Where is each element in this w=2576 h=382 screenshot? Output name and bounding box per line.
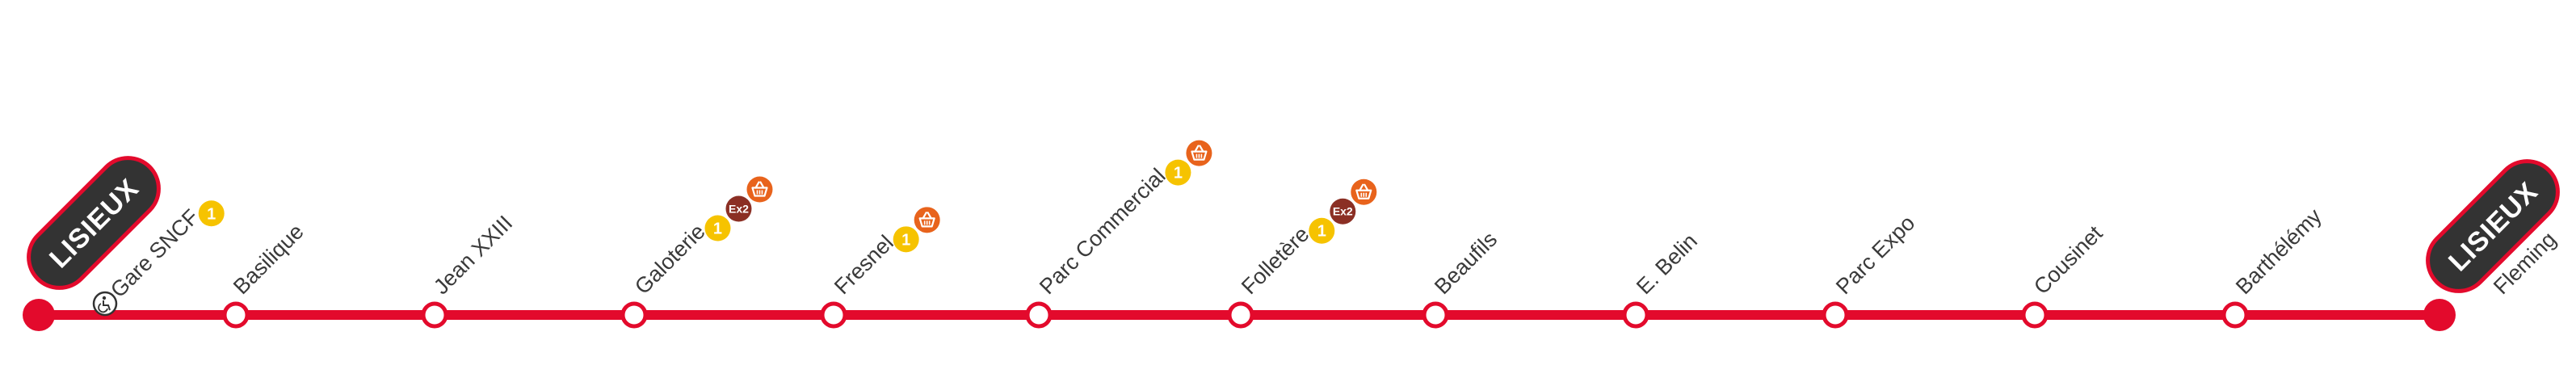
- stop-marker: [2021, 301, 2049, 329]
- stop-marker: [2221, 301, 2249, 329]
- line-1-badge: 1: [198, 200, 225, 227]
- stop-label: Jean XXIII: [429, 211, 517, 299]
- basket-lines: [756, 190, 763, 195]
- badge-label: Ex2: [1333, 205, 1353, 218]
- stop-marker: [1422, 301, 1449, 329]
- stop-label: Fresnel: [830, 230, 898, 299]
- shopping-basket-icon: [746, 176, 773, 203]
- badge-label: 1: [207, 205, 216, 223]
- icon-wheel: [98, 303, 108, 313]
- terminus-pill: [2426, 159, 2560, 293]
- badge-circle: [1186, 140, 1212, 166]
- stop-label: Folletère: [1237, 222, 1313, 299]
- basket-body: [751, 187, 768, 197]
- basket-lines: [1196, 153, 1203, 158]
- badge-circle: [893, 226, 919, 253]
- stop-marker: [222, 301, 250, 329]
- basket-body: [1191, 150, 1208, 161]
- start-terminus-badge: LISIEUX: [27, 156, 161, 290]
- stop-2: Jean XXIII: [421, 211, 517, 329]
- line-1-badge: 1: [1165, 159, 1191, 186]
- stop-label: Parc Commercial: [1035, 164, 1170, 300]
- stop-label: Cousinet: [2029, 220, 2107, 299]
- basket-body: [1355, 189, 1372, 199]
- badge-circle: [746, 176, 773, 203]
- basket-handle: [1359, 183, 1369, 191]
- stop-marker: [1822, 301, 1849, 329]
- badge-label: 1: [713, 220, 722, 238]
- basket-handle: [922, 212, 932, 220]
- badge-label: Ex2: [729, 203, 749, 216]
- line-1-badge: 1: [893, 226, 919, 253]
- stop-marker: [1025, 301, 1053, 329]
- stop-marker: [1227, 301, 1254, 329]
- terminus-marker: [2423, 299, 2456, 331]
- stop-label: Beaufils: [1430, 227, 1502, 299]
- basket-lines: [1360, 192, 1368, 197]
- stop-label: Basilique: [229, 220, 309, 300]
- stop-label: Galoterie: [630, 220, 710, 300]
- basket-lines: [923, 220, 931, 225]
- icon-body: [103, 300, 111, 311]
- badge-circle: [1351, 178, 1377, 205]
- badge-circle: [1165, 159, 1191, 186]
- line-ex2-badge: Ex2: [1330, 198, 1356, 225]
- stop-marker: [620, 301, 648, 329]
- stop-marker: [421, 301, 448, 329]
- basket-handle: [754, 181, 765, 189]
- stop-label: E. Belin: [1632, 229, 1702, 299]
- badge-label: 1: [1317, 223, 1326, 241]
- shopping-basket-icon: [1186, 140, 1212, 166]
- badge-label: 1: [901, 231, 910, 249]
- badge-circle: [914, 207, 940, 233]
- terminus-pill: [27, 156, 161, 290]
- line-ex2-badge: Ex2: [725, 195, 752, 222]
- badge-circle: [1309, 217, 1335, 244]
- badge-circle: [725, 195, 752, 222]
- line-1-badge: 1: [1309, 217, 1335, 244]
- wheelchair-icon: [92, 291, 118, 317]
- terminus-marker: [23, 299, 55, 331]
- badge-circle: [1330, 198, 1356, 225]
- shopping-basket-icon: [914, 207, 940, 233]
- line-1-badge: 1: [704, 215, 731, 241]
- basket-handle: [1194, 145, 1204, 153]
- badge-circle: [198, 200, 225, 227]
- stop-9: Parc Expo: [1822, 211, 1919, 329]
- shopping-basket-icon: [1351, 178, 1377, 205]
- stop-label: Parc Expo: [1831, 211, 1919, 299]
- badge-circle: [704, 215, 731, 241]
- stop-marker: [820, 301, 847, 329]
- icon-head: [102, 296, 107, 300]
- stop-label: Barthélémy: [2231, 204, 2326, 299]
- basket-body: [918, 217, 935, 228]
- badge-label: 1: [1174, 165, 1183, 183]
- stop-11: Barthélémy: [2221, 204, 2326, 329]
- stop-marker: [1622, 301, 1649, 329]
